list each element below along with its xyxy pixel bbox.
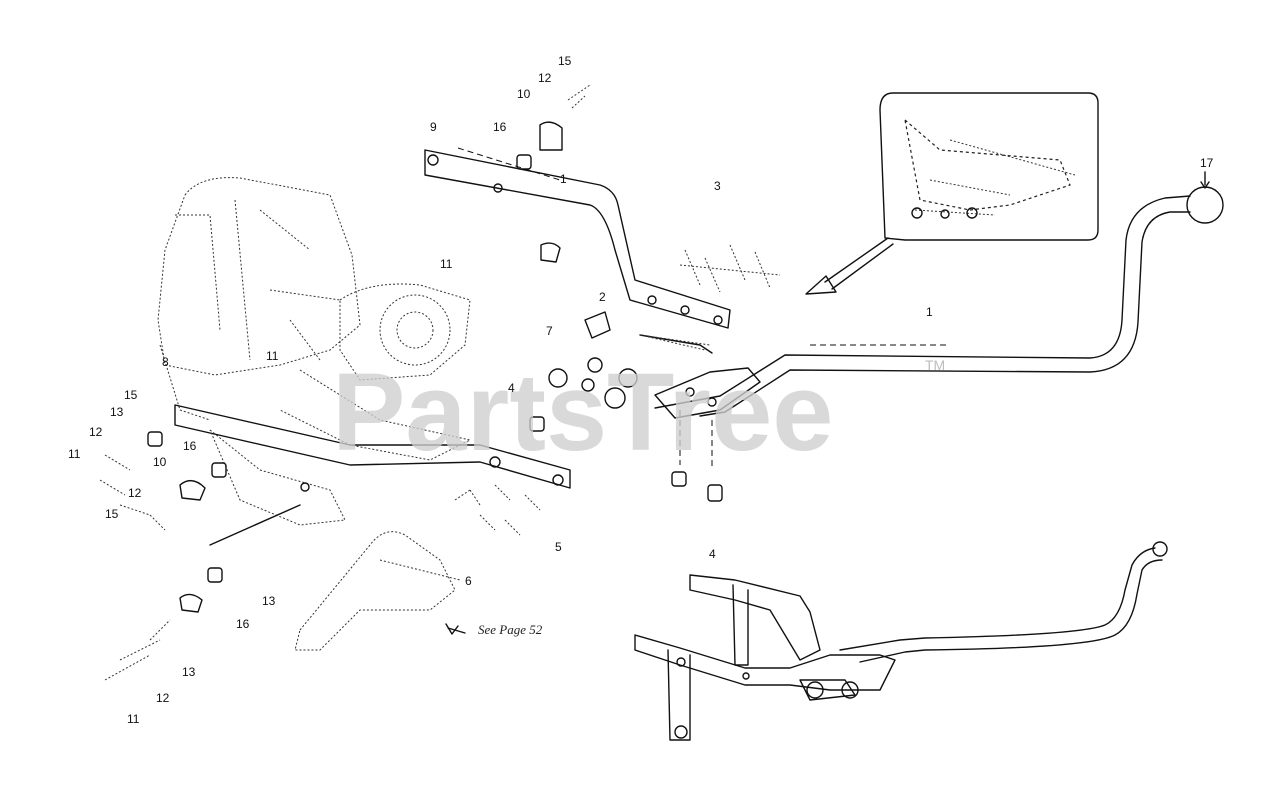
callout-5: 5 (555, 540, 562, 554)
shift-lever-upper (654, 171, 1224, 417)
callout-6: 6 (465, 574, 472, 588)
callout-4-bottom: 4 (709, 547, 716, 561)
hardware-top (516, 84, 591, 263)
inset-detail (879, 92, 1099, 241)
callout-12-top: 12 (538, 71, 552, 85)
callout-11-mid: 11 (440, 257, 453, 271)
hardware-left (99, 431, 227, 681)
callout-2: 2 (599, 290, 606, 304)
callout-10-top: 10 (517, 87, 531, 101)
callout-13-bottom-2: 13 (182, 665, 196, 679)
callout-8: 8 (162, 355, 169, 369)
shift-assembly-4 (634, 541, 1168, 741)
bracket-set-3 (679, 244, 781, 293)
callout-15-left-2: 15 (105, 507, 119, 521)
linkage-arm-6 (294, 531, 466, 651)
hardware-5 (454, 484, 541, 536)
shift-rod-lower (174, 404, 571, 546)
callout-15-left: 15 (124, 388, 138, 402)
callout-9: 9 (430, 120, 437, 134)
hardware-mid (529, 311, 723, 502)
callout-1-upper: 1 (560, 172, 567, 186)
callout-7: 7 (546, 324, 553, 338)
callout-16-bottom: 16 (236, 617, 250, 631)
pointer-arrow-icon (805, 237, 894, 295)
see-page-note: See Page 52 (478, 622, 543, 637)
callout-11-engine: 11 (266, 349, 279, 363)
callout-10-left: 10 (153, 455, 167, 469)
callout-11-left: 11 (68, 447, 81, 461)
callout-12-bottom: 12 (156, 691, 170, 705)
callout-4-mid: 4 (508, 381, 515, 395)
callout-13-left: 13 (110, 405, 124, 419)
callout-12-left: 12 (89, 425, 103, 439)
callout-17: 17 (1200, 156, 1214, 170)
callout-15-top: 15 (558, 54, 572, 68)
watermark-trademark: TM (925, 357, 945, 373)
callout-12-left-2: 12 (128, 486, 142, 500)
callout-13-bottom: 13 (262, 594, 276, 608)
shift-rod-upper (424, 147, 731, 329)
watermark: PartsTree (332, 351, 833, 474)
callout-16-top: 16 (493, 120, 507, 134)
callout-3: 3 (714, 179, 721, 193)
transmission-housing (157, 177, 472, 461)
callout-1-right: 1 (926, 305, 933, 319)
callout-11-bottom: 11 (127, 712, 140, 726)
callout-16-left: 16 (183, 439, 197, 453)
